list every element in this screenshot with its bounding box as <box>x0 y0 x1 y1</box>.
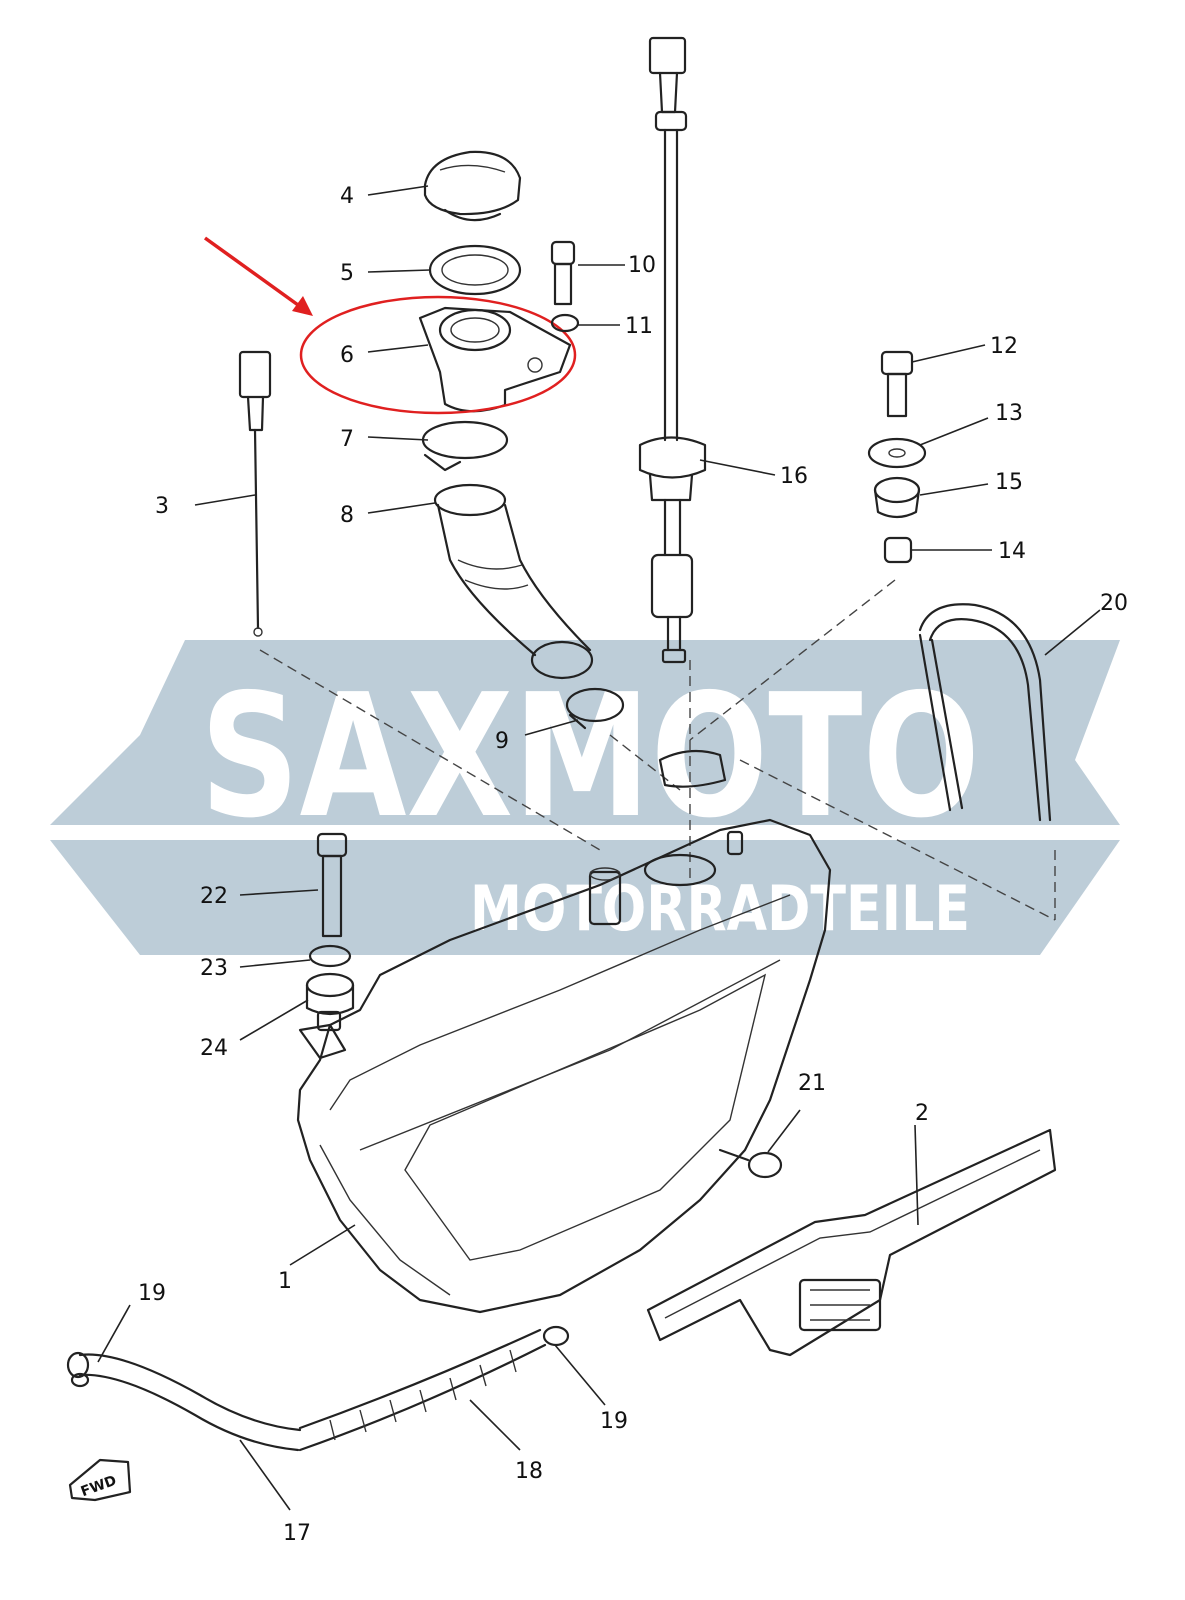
callout-1: 1 <box>278 1269 292 1294</box>
fuel-sender-part <box>638 36 707 664</box>
callout-22: 22 <box>200 884 228 909</box>
callout-4: 4 <box>340 184 354 209</box>
washer-11-part <box>550 313 580 333</box>
callout-23: 23 <box>200 956 228 981</box>
callout-14: 14 <box>998 539 1026 564</box>
forward-direction-marker: FWD <box>68 1458 132 1502</box>
breather-pipe-part <box>238 350 272 637</box>
washer-13-part <box>867 437 927 469</box>
callout-13: 13 <box>995 401 1023 426</box>
callout-17: 17 <box>283 1521 311 1546</box>
callout-2: 2 <box>915 1101 929 1126</box>
bolt-22-part <box>316 832 348 938</box>
highlight-circle <box>299 295 577 415</box>
fuel-cap-part <box>423 150 522 222</box>
watermark: SAXMOTO MOTORRADTEILE <box>50 640 1120 955</box>
callout-5: 5 <box>340 261 354 286</box>
bolt-10-part <box>550 240 576 306</box>
callout-24: 24 <box>200 1036 228 1061</box>
watermark-brand: SAXMOTO <box>200 658 980 856</box>
callout-7: 7 <box>340 427 354 452</box>
grommet-15-part <box>873 476 921 519</box>
plug-21-part <box>718 1148 783 1179</box>
callout-9: 9 <box>495 729 509 754</box>
fuel-tank-part <box>296 749 832 1314</box>
washer-23-part <box>308 944 352 968</box>
watermark-band-bottom <box>50 840 1120 955</box>
drain-hose-part <box>918 603 1052 822</box>
fuel-pipe-17-part <box>66 1351 302 1452</box>
highlight-arrow <box>203 236 313 316</box>
callout-16: 16 <box>780 464 808 489</box>
callout-8: 8 <box>340 503 354 528</box>
callout-15: 15 <box>995 470 1023 495</box>
side-emblem-part <box>646 1128 1057 1357</box>
leader-lines <box>97 185 1101 1511</box>
gasket-part <box>428 244 522 296</box>
watermark-subtitle: MOTORRADTEILE <box>470 872 970 945</box>
callout-19-right: 19 <box>600 1409 628 1434</box>
clamp-19a-part <box>70 1372 90 1388</box>
lower-clamp-part <box>565 687 625 730</box>
callout-18: 18 <box>515 1459 543 1484</box>
filler-neck-part <box>418 306 572 413</box>
callout-10: 10 <box>628 253 656 278</box>
callout-19-left: 19 <box>138 1281 166 1306</box>
fuel-hose-18-part <box>298 1328 547 1452</box>
callout-12: 12 <box>990 334 1018 359</box>
damper-24-part <box>305 972 355 1016</box>
bolt-12-part <box>880 350 914 418</box>
callout-6: 6 <box>340 343 354 368</box>
callout-labels: 4 5 6 7 8 3 9 10 11 12 13 15 14 16 20 22… <box>138 184 1128 1546</box>
callout-21: 21 <box>798 1071 826 1096</box>
filler-hose-part <box>433 483 594 680</box>
collar-14-part <box>883 536 913 564</box>
watermark-band-top <box>50 640 1120 825</box>
hose-clamp-part <box>421 420 509 472</box>
callout-20: 20 <box>1100 591 1128 616</box>
clamp-19b-part <box>542 1325 570 1347</box>
callout-3: 3 <box>155 494 169 519</box>
callout-11: 11 <box>625 314 653 339</box>
